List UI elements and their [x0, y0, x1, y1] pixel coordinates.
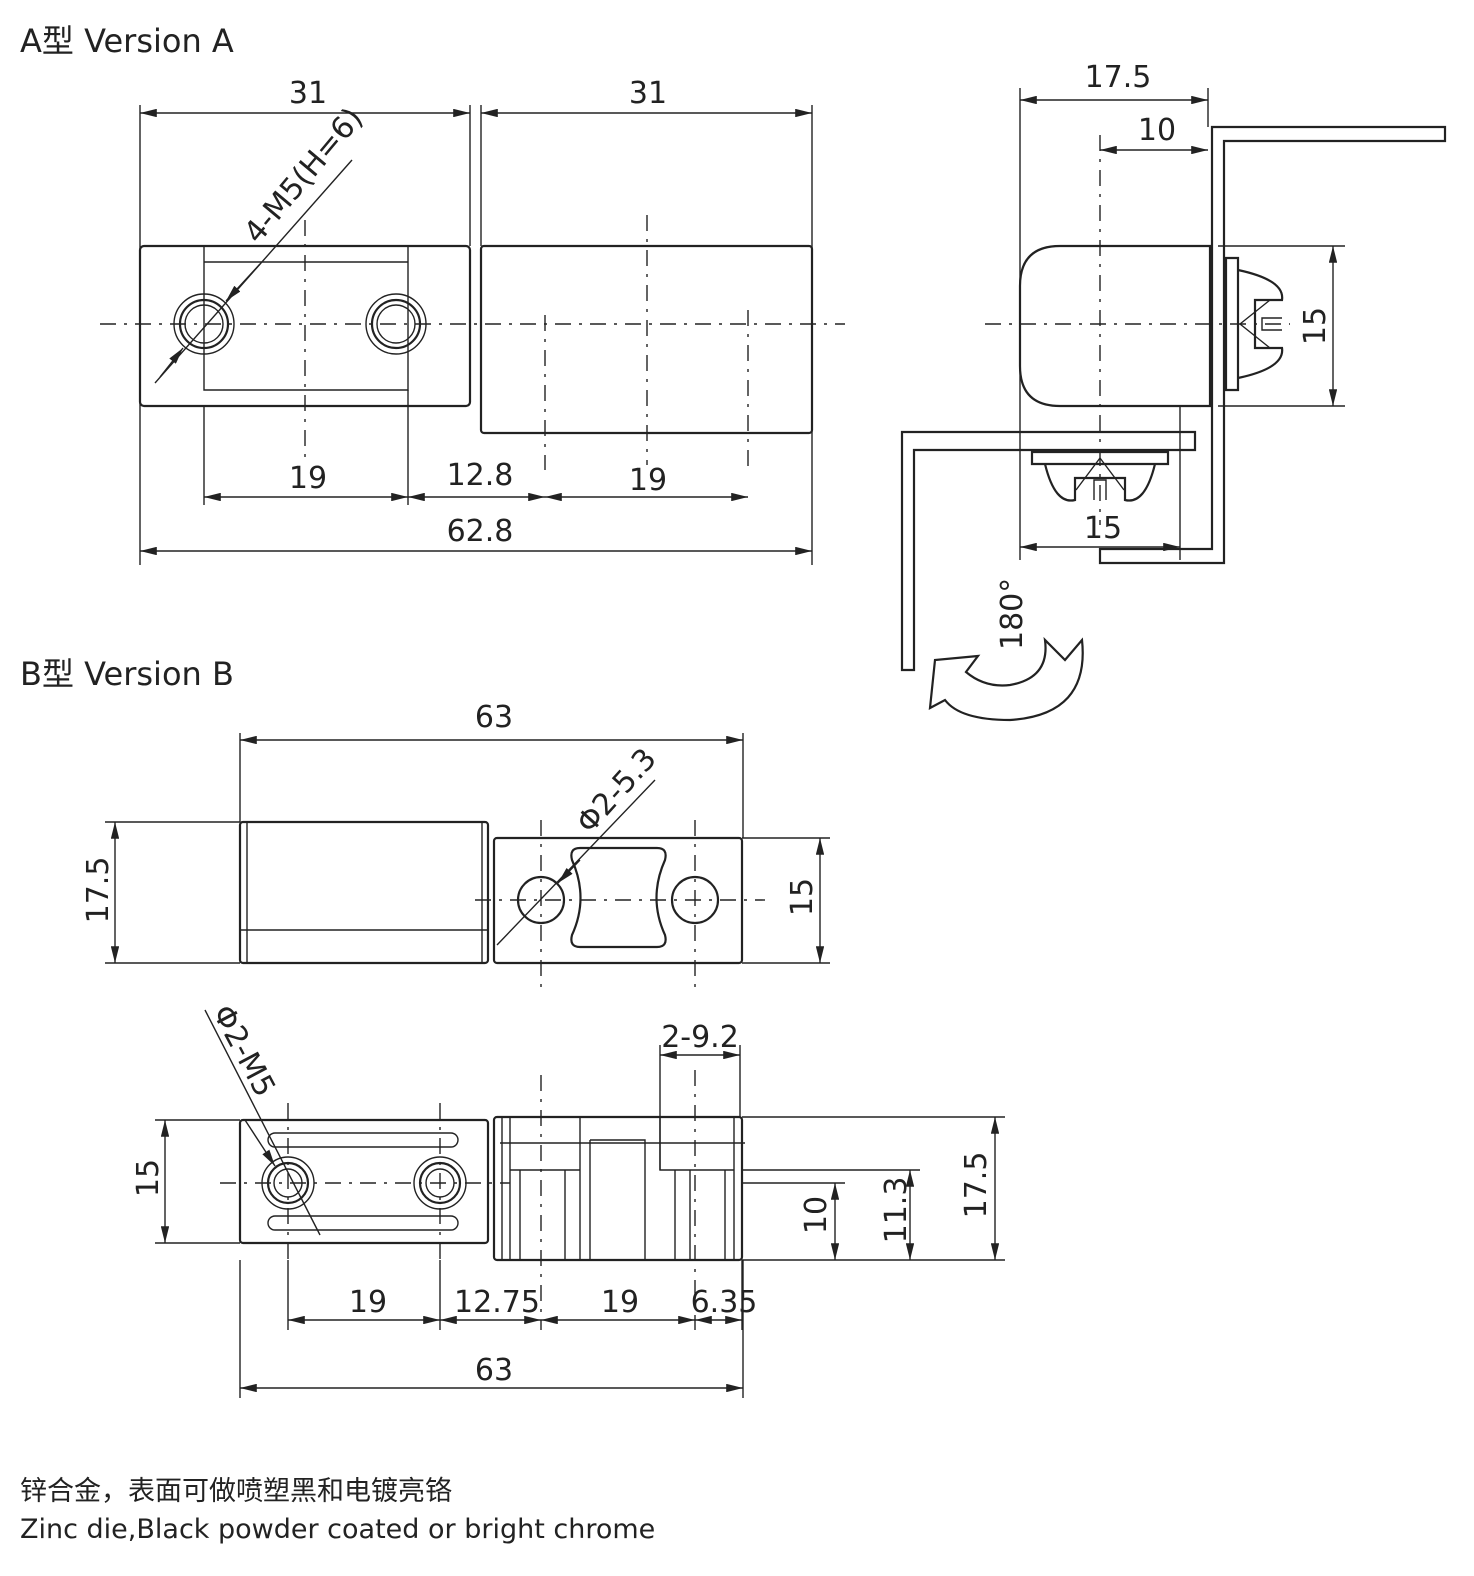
dim-b2-pitch-left: 19 — [349, 1285, 387, 1320]
dim-10: 10 — [799, 1196, 834, 1234]
version-a-front-view: 31 31 4-M5(H=6) 19 12.8 19 62.8 — [100, 76, 845, 565]
dim-b-overall: 63 — [475, 700, 513, 735]
dim-side-height: 15 — [1298, 307, 1333, 345]
dim-side-bottom: 15 — [1084, 511, 1122, 546]
material-note-en: Zinc die,Black powder coated or bright c… — [20, 1514, 655, 1545]
dim-gap: 12.8 — [447, 458, 514, 493]
dim-slot: 2-9.2 — [661, 1020, 739, 1055]
rotation-label: 180° — [995, 578, 1030, 650]
version-b-top-view: 63 17.5 15 Φ2-5.3 — [81, 700, 830, 990]
thread-callout: 4-M5(H=6) — [237, 101, 370, 250]
dim-pitch-left: 19 — [289, 461, 327, 496]
version-b-title: B型 Version B — [20, 655, 234, 693]
dim-b2-pitch-right: 19 — [601, 1285, 639, 1320]
dim-offset: 6.35 — [691, 1285, 758, 1320]
dim-side-width: 17.5 — [1085, 60, 1152, 95]
dim-b2-gap: 12.75 — [454, 1285, 540, 1320]
dim-side-inner: 10 — [1138, 113, 1176, 148]
dim-pitch-right: 19 — [629, 463, 667, 498]
version-a-title: A型 Version A — [20, 22, 234, 60]
dim-top-right: 31 — [629, 76, 667, 111]
hole-callout: Φ2-5.3 — [570, 742, 664, 841]
dim-b-height-right: 15 — [785, 878, 820, 916]
version-a-side-view: 17.5 10 15 15 180° — [900, 60, 1447, 722]
dim-b2-height-left: 15 — [131, 1159, 166, 1197]
dim-b-height-left: 17.5 — [81, 857, 116, 924]
dim-b2-overall: 63 — [475, 1353, 513, 1388]
dim-overall: 62.8 — [447, 514, 514, 549]
material-note-cn: 锌合金，表面可做喷塑黑和电镀亮铬 — [20, 1476, 452, 1507]
dim-top-left: 31 — [289, 76, 327, 111]
dim-11-3: 11.3 — [879, 1177, 914, 1244]
dim-17-5: 17.5 — [959, 1152, 994, 1219]
thread-callout-b: Φ2-M5 — [205, 999, 282, 1102]
version-b-bottom-view: Φ2-M5 2-9.2 15 10 11.3 17.5 19 12.75 19 … — [131, 999, 1005, 1398]
